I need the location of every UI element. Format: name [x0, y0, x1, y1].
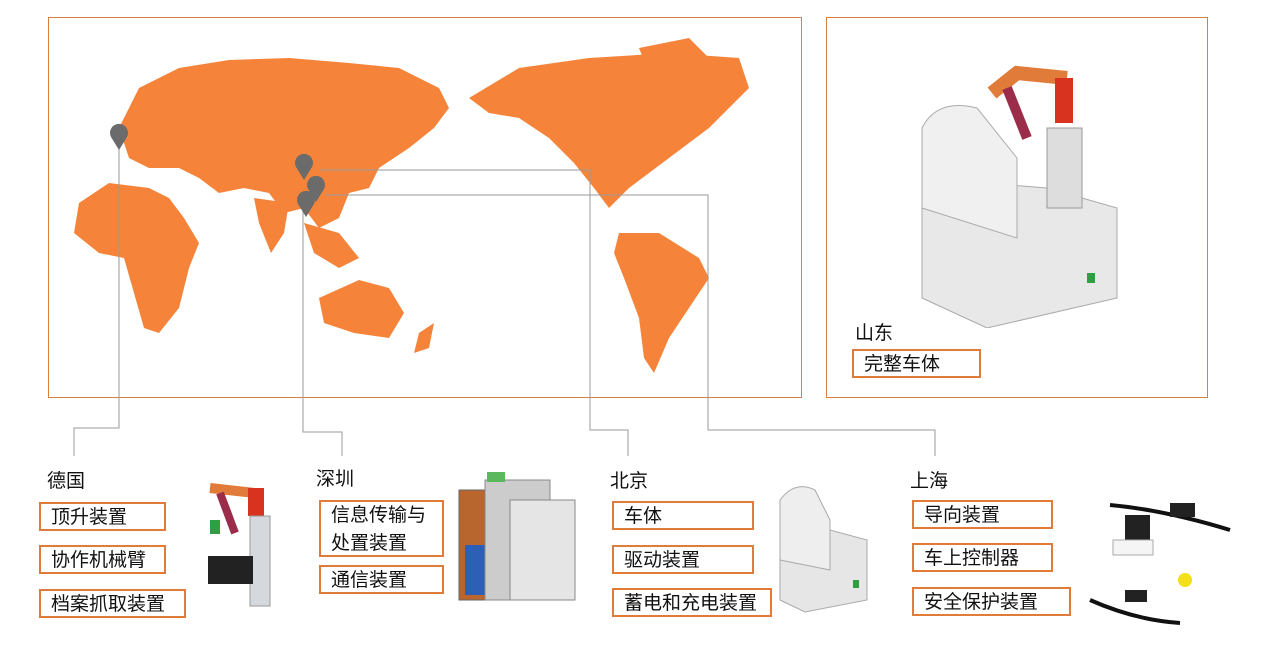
- item-vehicle-body: 车体: [612, 501, 754, 530]
- item-drive-device: 驱动装置: [612, 545, 754, 574]
- guide-device-image: [1089, 503, 1231, 625]
- robot-arm-image: [208, 483, 271, 607]
- vehicle-body-image: [779, 486, 868, 613]
- item-onboard-controller: 车上控制器: [912, 543, 1053, 572]
- city-label-shenzhen: 深圳: [316, 468, 355, 490]
- item-lifting-device: 顶升装置: [39, 502, 166, 531]
- item-guide-device: 导向装置: [912, 500, 1053, 529]
- item-charging-device: 蓄电和充电装置: [612, 588, 772, 617]
- india: [254, 198, 289, 253]
- item-archive-grabber: 档案抓取装置: [39, 589, 186, 618]
- greenland: [639, 38, 709, 88]
- pin-shanghai: [307, 175, 325, 202]
- item-complete-vehicle: 完整车体: [852, 349, 981, 378]
- north-america: [469, 53, 749, 208]
- city-label-shandong: 山东: [855, 322, 894, 344]
- australia: [319, 280, 404, 338]
- item-info-transfer-device: 信息传输与处置装置: [319, 500, 444, 557]
- communication-device-image: [458, 472, 576, 601]
- pin-shenzhen: [297, 190, 315, 217]
- pin-germany: [110, 123, 128, 150]
- city-label-beijing: 北京: [610, 470, 649, 492]
- eurasia: [119, 58, 449, 228]
- shandong-frame: 山东 完整车体: [826, 17, 1208, 398]
- africa: [74, 183, 199, 333]
- item-safety-device: 安全保护装置: [912, 587, 1071, 616]
- world-map: [74, 38, 749, 373]
- world-map-frame: [48, 17, 802, 398]
- southeast-asia: [304, 223, 359, 268]
- city-label-germany: 德国: [47, 470, 86, 492]
- item-communication-device: 通信装置: [319, 565, 444, 594]
- city-label-shanghai: 上海: [910, 470, 949, 492]
- south-america: [614, 233, 709, 373]
- complete-vehicle-image: [921, 65, 1118, 328]
- nz: [414, 323, 434, 353]
- pin-beijing: [295, 153, 313, 180]
- item-robot-arm: 协作机械臂: [39, 545, 166, 574]
